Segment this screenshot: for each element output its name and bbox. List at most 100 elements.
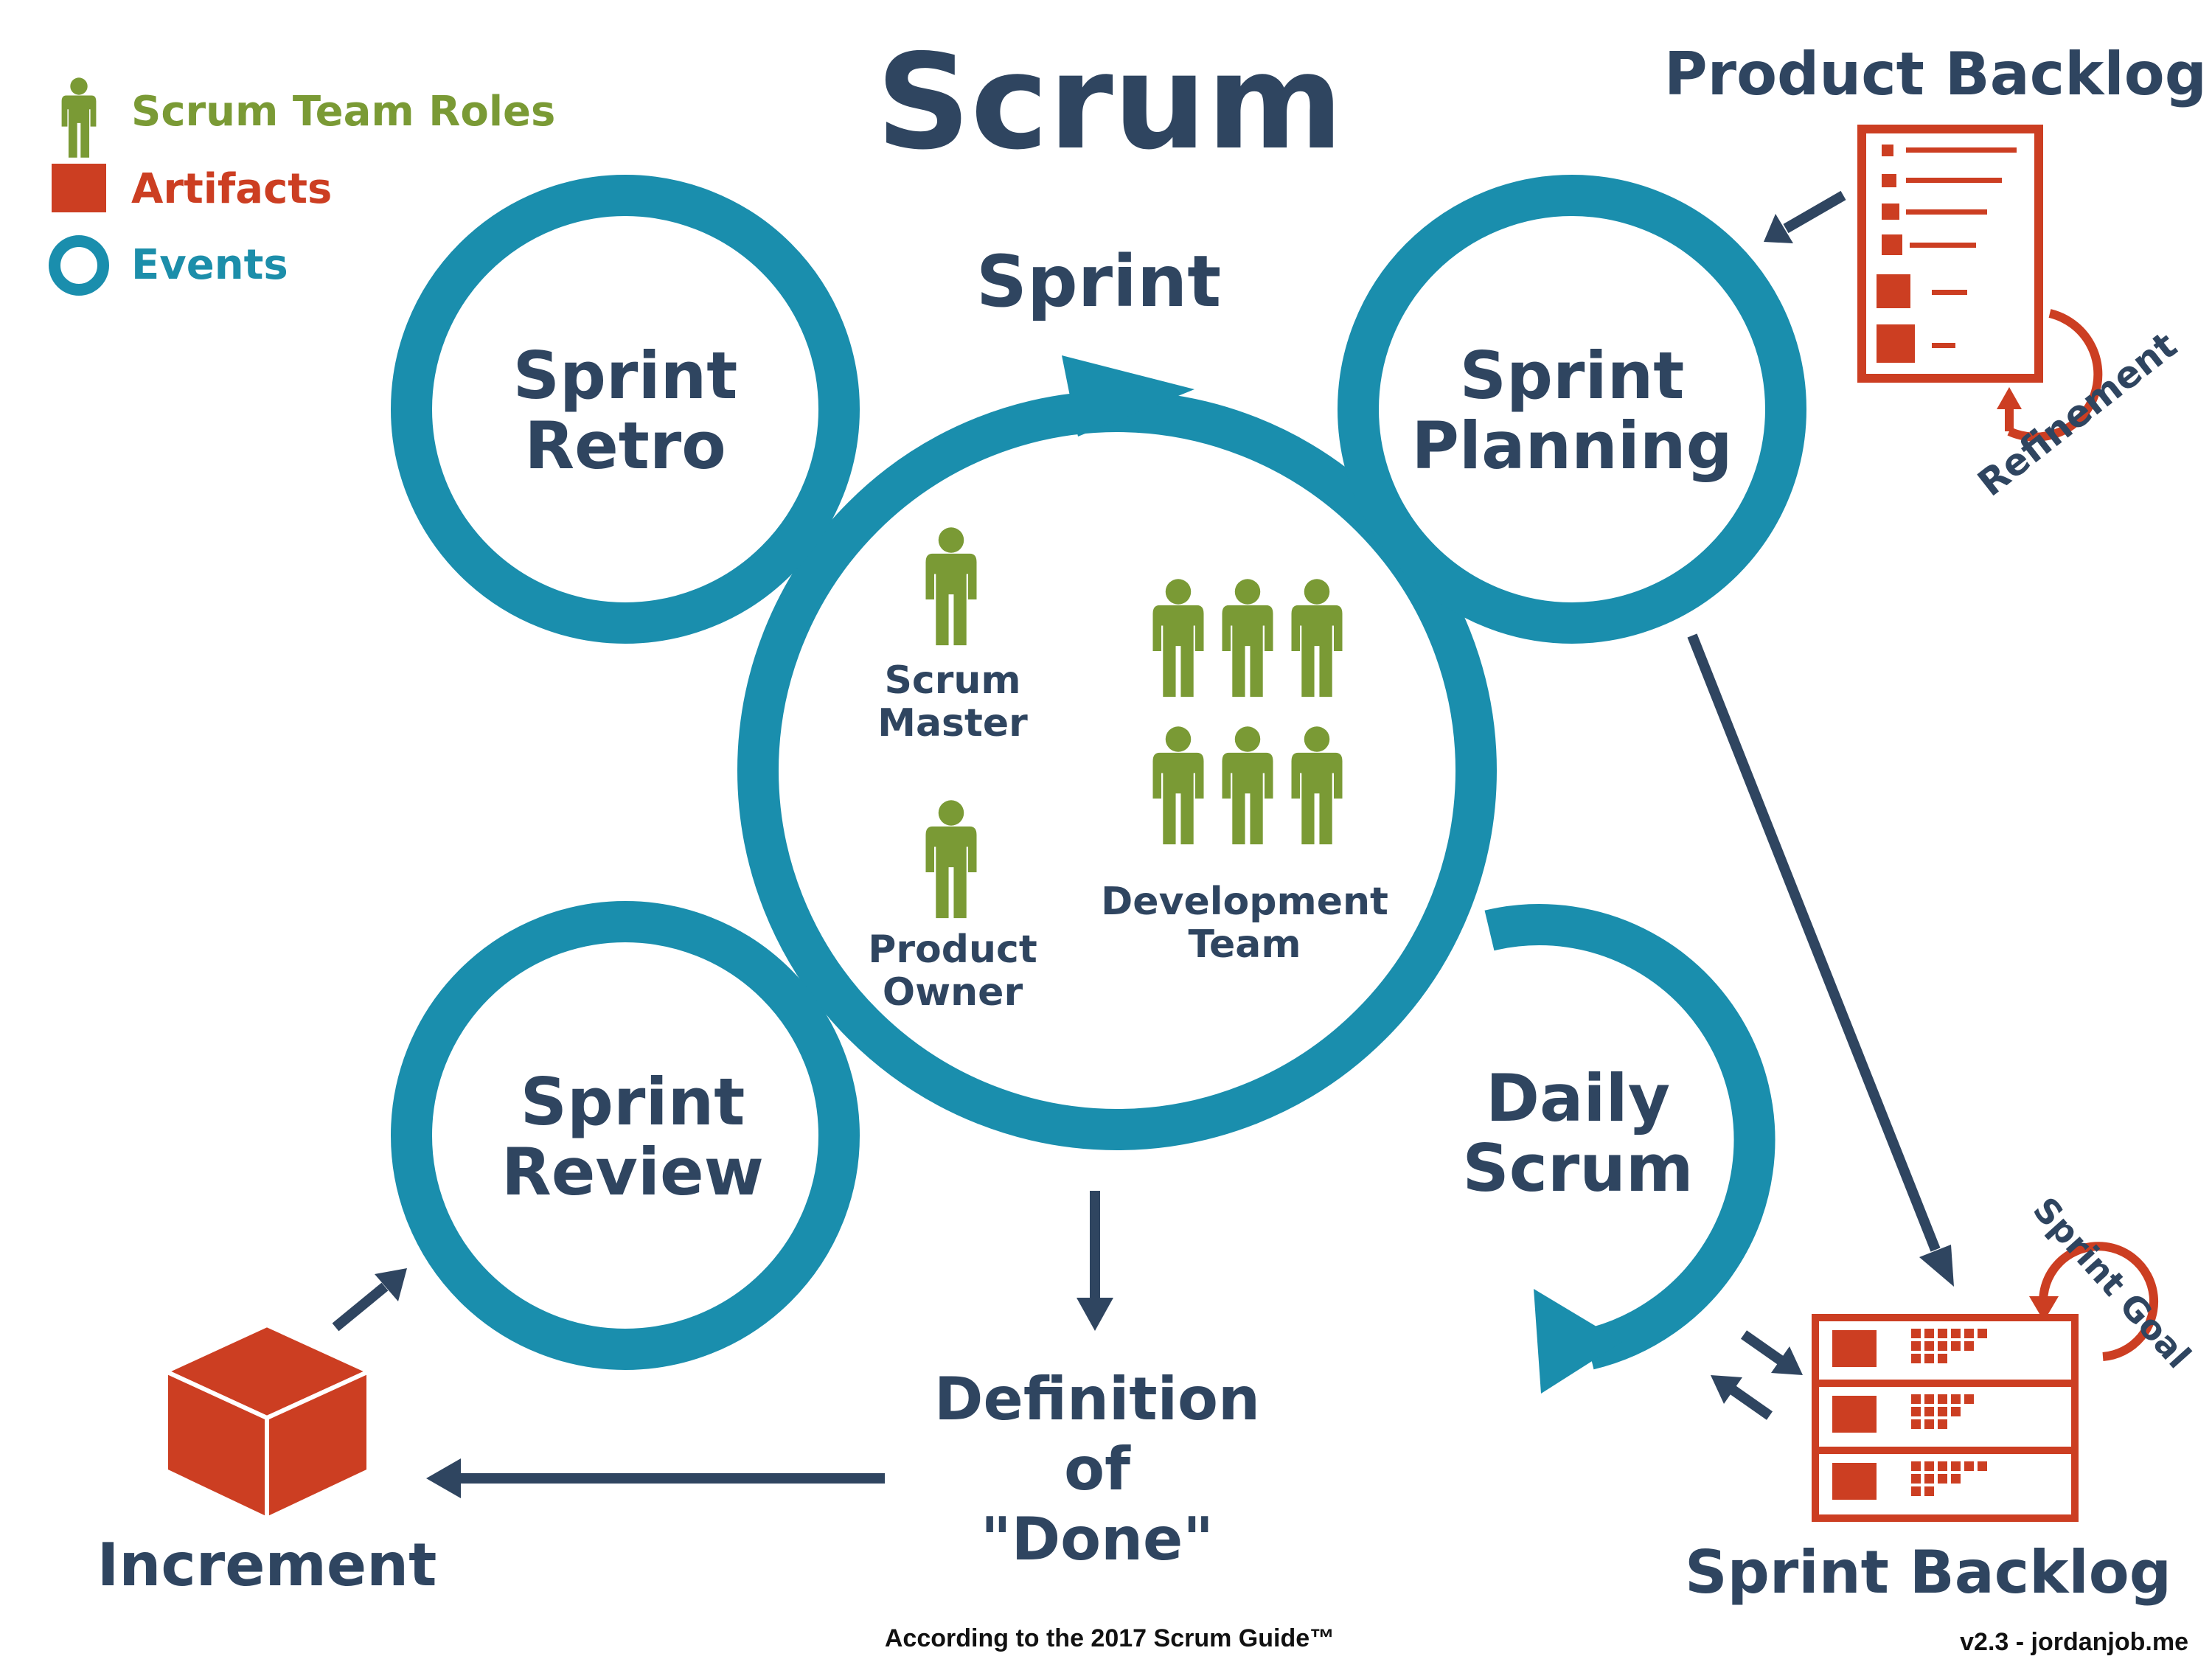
task-square [1951,1461,1961,1471]
legend-events-label: Events [131,241,288,289]
sprint-planning-ring [1338,175,1806,644]
sprint-backlog-label: Sprint Backlog [1685,1538,2171,1607]
dev-team-line1: Development [1101,880,1388,924]
legend-ring-icon [49,235,109,296]
task-square [1964,1341,1974,1351]
sprint-planning-line1: Sprint [1460,338,1685,414]
task-square [1951,1474,1961,1484]
sprint-backlog-icon [1812,1314,2079,1522]
page-title: Scrum [876,26,1343,178]
refinement-arrowhead [1997,387,2022,409]
scrum-master-line1: Scrum [884,658,1020,703]
product-owner-line2: Owner [883,970,1023,1015]
legend: Scrum Team Roles Artifacts Events [49,77,555,296]
sprint-goal-arrowhead [2029,1296,2059,1321]
task-square [1978,1461,1987,1471]
task-square [1924,1407,1934,1416]
daily-scrum-line1: Daily [1486,1060,1670,1136]
dev-person-icon [1291,726,1343,845]
footer-source: According to the 2017 Scrum Guide™ [885,1624,1335,1652]
task-square [1911,1354,1921,1363]
task-square [1964,1329,1974,1338]
product-backlog-icon [1857,125,2043,383]
task-square [1938,1474,1947,1484]
task-square [1924,1461,1934,1471]
dev-person-icon [1222,579,1273,698]
product-owner-line1: Product [868,928,1037,972]
legend-artifacts-label: Artifacts [131,165,332,213]
sprint-goal-loop [2039,1242,2159,1361]
definition-of-done-line2: of [1064,1435,1131,1503]
task-square [1951,1407,1961,1416]
daily-scrum-ring [1484,904,1775,1370]
daily-scrum-sprint-backlog-arrows [1711,1330,1803,1420]
dev-person-icon [1152,726,1204,845]
increment-label: Increment [97,1531,437,1599]
development-team-icons [1152,579,1343,845]
sprint-planning-line2: Planning [1411,408,1732,484]
product-backlog-label: Product Backlog [1664,40,2207,108]
task-square [1911,1341,1921,1351]
task-square [1938,1341,1947,1351]
increment-cube-icon [164,1323,371,1521]
task-square [1911,1461,1921,1471]
task-square [1924,1394,1934,1404]
legend-artifact-icon [52,164,106,212]
task-square [1938,1419,1947,1429]
task-square [1938,1394,1947,1404]
planning-to-sprint-backlog-arrow [1687,633,1954,1287]
sprint-cycle-arrowhead [1062,355,1194,437]
sprint-review-line2: Review [501,1134,764,1210]
done-to-increment-arrow [426,1458,885,1498]
task-square [1964,1394,1974,1404]
sprint-backlog-task-grid [1911,1329,1987,1496]
task-square [1911,1407,1921,1416]
task-square [1911,1394,1921,1404]
sprint-review-line1: Sprint [521,1064,745,1140]
sprint-retro-ring [391,175,860,644]
task-square [1924,1341,1934,1351]
dev-team-line2: Team [1188,922,1301,967]
task-square [1924,1354,1934,1363]
task-square [1911,1474,1921,1484]
task-square [1938,1461,1947,1471]
backlog-to-planning-arrow [1764,190,1846,243]
scrum-master-line2: Master [877,701,1028,745]
task-square [1911,1486,1921,1496]
task-square [1924,1419,1934,1429]
dev-person-icon [1291,579,1343,698]
task-square [1951,1394,1961,1404]
task-square [1938,1407,1947,1416]
daily-scrum-arrowhead [1534,1289,1622,1394]
daily-scrum-line2: Scrum [1462,1130,1693,1206]
sprint-review-ring [391,901,860,1370]
footer-version: v2.3 - jordanjob.me [1960,1628,2188,1656]
increment-to-review-arrow [332,1268,407,1332]
legend-person-icon [61,77,97,158]
task-square [1951,1329,1961,1338]
task-square [1964,1461,1974,1471]
task-square [1938,1329,1947,1338]
task-square [1911,1419,1921,1429]
task-square [1938,1354,1947,1363]
sprint-retro-line1: Sprint [513,338,738,414]
legend-roles-label: Scrum Team Roles [131,88,555,136]
task-square [1911,1329,1921,1338]
refinement-loop [2007,309,2103,442]
definition-of-done-line1: Definition [934,1365,1260,1433]
product-owner-person-icon [925,800,977,919]
dev-person-icon [1152,579,1204,698]
task-square [1978,1329,1987,1338]
sprint-label: Sprint [976,240,1221,323]
dev-person-icon [1222,726,1273,845]
scrum-master-person-icon [925,527,977,646]
task-square [1924,1329,1934,1338]
sprint-retro-line2: Retro [524,408,726,484]
task-square [1951,1341,1961,1351]
task-square [1924,1486,1934,1496]
task-square [1924,1474,1934,1484]
review-arrow [1077,1191,1113,1331]
definition-of-done-line3: "Done" [981,1505,1214,1573]
